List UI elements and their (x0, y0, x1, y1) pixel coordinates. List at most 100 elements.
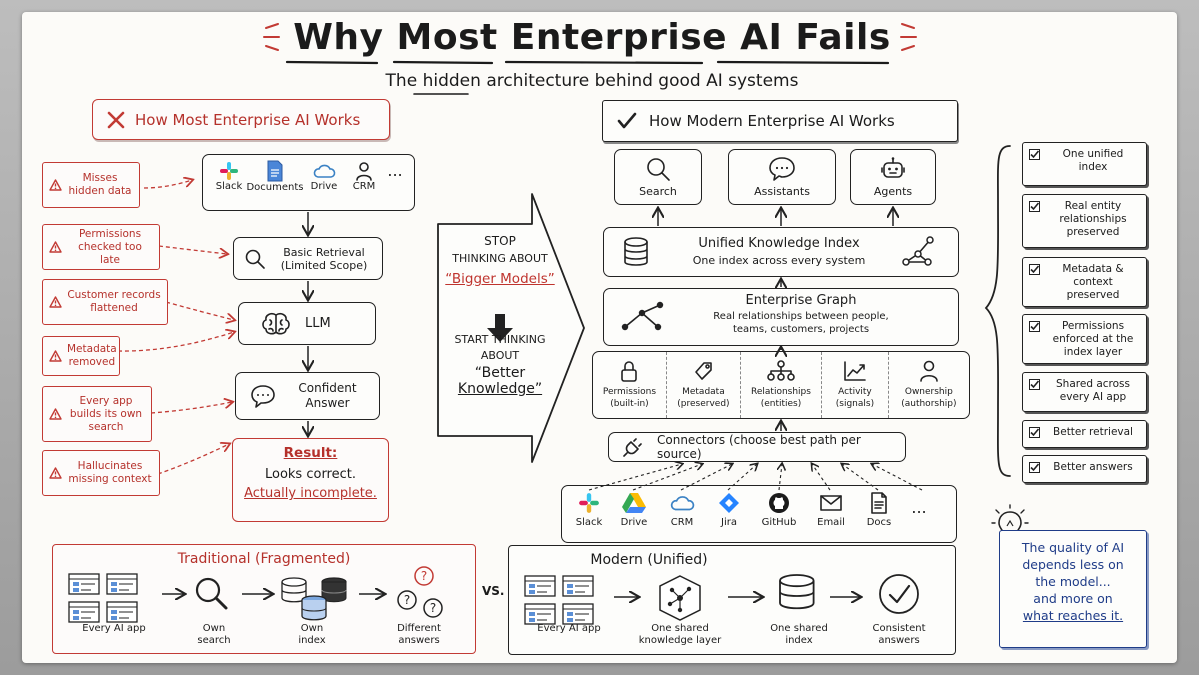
tag-icon (695, 362, 713, 380)
checkbox-checked-icon (1029, 201, 1040, 212)
slack-icon (579, 493, 599, 513)
email-icon (820, 495, 842, 511)
warning-icon (49, 296, 62, 308)
answer-line1: Confident (298, 381, 357, 395)
source-label: Docs (866, 517, 892, 528)
layer-label: Activity (838, 387, 872, 397)
warning-line: Permissions (78, 227, 142, 240)
warning-icon (49, 467, 62, 479)
checkbox-checked-icon (1029, 379, 1040, 390)
index-subtitle: One index across every system (692, 254, 866, 267)
right-source-more: ... (911, 498, 927, 517)
org-chart-icon (767, 360, 795, 381)
checklist-line: preserved (1066, 289, 1120, 301)
left-source-crm: CRM (345, 161, 383, 193)
layer-activity: Activity (signals) (822, 352, 889, 418)
right-source-crm: CRM (658, 492, 706, 529)
warning-line: builds its own (69, 407, 143, 420)
checklist-bracket (984, 145, 1011, 477)
better-line2: Knowledge” (457, 381, 543, 397)
app-label: Search (639, 185, 677, 198)
title-decoration (263, 23, 917, 95)
github-icon (769, 493, 789, 513)
checklist-item: Better answers (1022, 455, 1147, 483)
left-source-slack: Slack (211, 161, 247, 193)
label-line: answers (398, 635, 440, 646)
app-agents: Agents (850, 149, 936, 205)
layer-label: Relationships (751, 387, 811, 397)
source-label: CRM (670, 517, 694, 528)
source-label: Drive (620, 517, 648, 528)
plug-icon (623, 438, 642, 457)
layer-sublabel: (built-in) (610, 399, 649, 409)
right-source-slack: Slack (568, 492, 610, 529)
label-line: Different (397, 623, 441, 634)
right-source-docs: Docs (856, 492, 902, 529)
quote-line1: The quality of AI (1021, 540, 1125, 555)
slack-icon (220, 162, 238, 180)
right-header-label: How Modern Enterprise AI Works (649, 112, 895, 130)
person-icon (920, 360, 938, 382)
label-line: Consistent (872, 623, 926, 634)
checklist-text: Better answers (1046, 461, 1140, 474)
layer-label: Metadata (682, 387, 725, 397)
whiteboard: Why Most Enterprise AI Fails The hidden … (22, 12, 1177, 663)
app-label: Agents (873, 185, 913, 198)
speech-bubble-icon (769, 157, 795, 181)
source-label: CRM (352, 181, 376, 192)
layer-relationships: Relationships (entities) (741, 352, 823, 418)
warning-line: removed (68, 356, 116, 368)
checkbox-checked-icon (1029, 462, 1040, 473)
label-line: answers (878, 635, 920, 646)
quote-line2: depends less on (1022, 557, 1124, 572)
graph-title: Enterprise Graph (745, 293, 857, 308)
network-icon (902, 236, 934, 266)
robot-icon (881, 157, 905, 178)
label-line: Own (300, 623, 324, 634)
start-line2: ABOUT (480, 349, 520, 362)
checklist-line: Real entity (1064, 200, 1122, 212)
quote-line3: the model... (1035, 574, 1111, 589)
app-assistants: Assistants (728, 149, 836, 205)
connectors-label: Connectors (choose best path per source) (657, 433, 861, 461)
label-line: One shared (651, 623, 709, 634)
result-title: Result: (283, 445, 338, 461)
stop-line1: STOP (484, 234, 516, 248)
right-source-jira: Jira (706, 492, 752, 529)
confident-answer-box: Confident Answer (235, 372, 380, 420)
warning-icon (49, 350, 62, 362)
result-line1: Looks correct. (264, 467, 356, 482)
checklist-line: One unified (1062, 148, 1124, 160)
left-source-documents: Documents (246, 160, 304, 194)
document-icon (267, 160, 283, 182)
brain-icon (262, 312, 290, 334)
document-icon (871, 492, 887, 514)
warning-icon (49, 408, 62, 420)
checklist-line: every AI app (1059, 391, 1127, 403)
connectors-box: Connectors (choose best path per source) (608, 432, 906, 462)
modern-title: Modern (Unified) (590, 552, 708, 568)
search-icon (245, 249, 265, 269)
google-drive-icon (622, 493, 646, 513)
warning-line: hidden data (68, 185, 132, 197)
database-icon (624, 237, 648, 266)
page-title: Why Most Enterprise AI Fails (293, 17, 891, 58)
right-header: How Modern Enterprise AI Works (602, 100, 958, 142)
checklist-line: enforced at the (1052, 333, 1134, 345)
